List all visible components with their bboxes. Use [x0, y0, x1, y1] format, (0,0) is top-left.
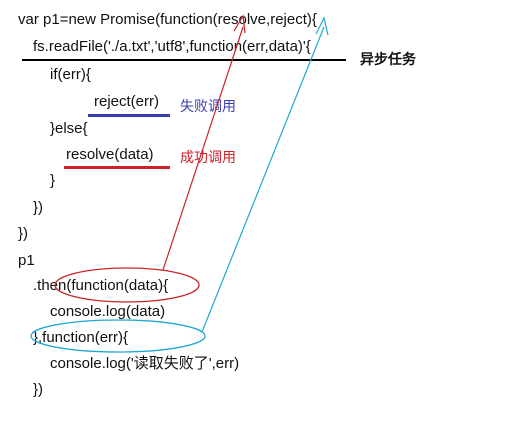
- code-line-9: }): [18, 225, 29, 242]
- code-line-2: fs.readFile('./a.txt','utf8',function(er…: [33, 38, 311, 55]
- code-line-1: var p1=new Promise(function(resolve,reje…: [18, 11, 317, 28]
- code-line-5: }else{: [50, 120, 88, 137]
- cyan-arrowhead: [315, 16, 329, 36]
- red-arrowhead: [233, 14, 246, 34]
- code-line-13: },function(err){: [33, 329, 129, 346]
- fail-call-label: 失败调用: [180, 98, 236, 114]
- code-line-8: }): [33, 199, 44, 216]
- fail-underline: [88, 114, 170, 117]
- red-arrow-line: [162, 26, 244, 271]
- code-line-6: resolve(data): [66, 146, 154, 163]
- code-line-10: p1: [18, 252, 35, 269]
- cyan-arrow-line: [201, 26, 325, 333]
- code-line-3: if(err){: [50, 66, 91, 83]
- async-task-label: 异步任务: [360, 51, 416, 67]
- code-line-7: }: [50, 172, 56, 189]
- success-call-label: 成功调用: [180, 149, 236, 165]
- code-line-11: .then(function(data){: [33, 277, 169, 294]
- code-line-4: reject(err): [94, 93, 160, 110]
- success-underline: [64, 166, 170, 169]
- code-line-14: console.log('读取失败了',err): [50, 355, 240, 372]
- code-line-15: }): [33, 381, 44, 398]
- then-success-ellipse: [54, 267, 200, 303]
- error-callback-ellipse: [30, 319, 206, 353]
- async-underline: [22, 59, 346, 61]
- code-line-12: console.log(data): [50, 303, 166, 320]
